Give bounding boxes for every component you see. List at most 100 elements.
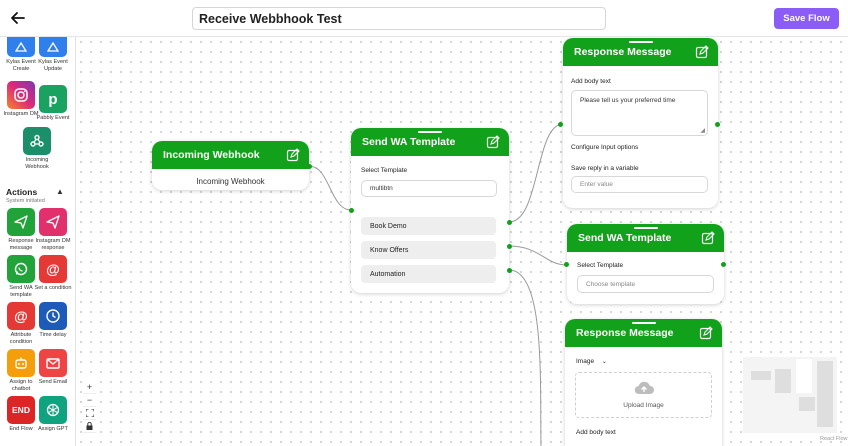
webhook-icon bbox=[23, 127, 51, 155]
palette-item-label: Assign GPT bbox=[38, 426, 68, 432]
at-icon: @ bbox=[7, 302, 35, 330]
node-header[interactable]: Incoming Webhook bbox=[152, 141, 309, 169]
palette-item-label: Pabbly Event bbox=[36, 115, 70, 121]
palette-item-send-wa-template[interactable]: Send WA template bbox=[4, 255, 38, 298]
palette-item-kylas-event-update[interactable]: Kylas Event Update bbox=[36, 37, 70, 72]
node-title: Response Message bbox=[576, 327, 674, 339]
target-handle[interactable] bbox=[564, 262, 569, 267]
upload-dropzone[interactable]: Upload Image bbox=[575, 372, 712, 418]
chevron-up-icon[interactable]: ▲ bbox=[56, 187, 64, 196]
save-reply-input[interactable]: Enter value bbox=[571, 176, 708, 193]
drag-grip[interactable] bbox=[418, 131, 442, 133]
palette-item-label: Instagram DM response bbox=[35, 238, 71, 251]
node-palette-sidebar: Kylas Event Create Kylas Event Update In… bbox=[0, 37, 76, 446]
source-handle-know-offers[interactable] bbox=[507, 244, 512, 249]
palette-item-label: End Flow bbox=[9, 426, 33, 432]
body-textarea[interactable]: Please tell us your preferred time ◢ bbox=[571, 90, 708, 136]
upload-image-label: Upload Image bbox=[623, 402, 664, 409]
body-textarea-value: Please tell us your preferred time bbox=[580, 97, 676, 104]
palette-item-end-flow[interactable]: END End Flow bbox=[4, 396, 38, 433]
target-handle[interactable] bbox=[349, 208, 354, 213]
palette-item-assign-gpt[interactable]: Assign GPT bbox=[36, 396, 70, 433]
option-button-book-demo[interactable]: Book Demo bbox=[361, 217, 496, 235]
resize-handle-icon[interactable]: ◢ bbox=[700, 128, 705, 134]
palette-item-response-message[interactable]: Response message bbox=[4, 208, 38, 251]
palette-item-time-delay[interactable]: Time delay bbox=[36, 302, 70, 339]
edit-icon[interactable] bbox=[286, 148, 300, 162]
sidebar-scrollbar[interactable] bbox=[70, 37, 74, 157]
template-select[interactable]: multibtn bbox=[361, 180, 497, 197]
arrow-left-icon[interactable] bbox=[9, 9, 27, 27]
send-icon bbox=[39, 208, 67, 236]
node-header[interactable]: Send WA Template bbox=[351, 128, 509, 156]
source-handle[interactable] bbox=[715, 122, 720, 127]
lock-icon[interactable] bbox=[83, 420, 96, 433]
palette-item-label: Assign to chatbot bbox=[9, 379, 33, 392]
node-send-wa-template-2[interactable]: Send WA Template Select Template Choose … bbox=[567, 224, 724, 304]
clock-icon bbox=[39, 302, 67, 330]
chevron-down-icon: ⌄ bbox=[601, 359, 607, 365]
save-flow-button[interactable]: Save Flow bbox=[774, 8, 839, 29]
palette-item-label: Instagram DM bbox=[3, 111, 39, 117]
zoom-in-button[interactable]: + bbox=[83, 381, 96, 394]
palette-item-incoming-webhook[interactable]: Incoming Webhook bbox=[20, 127, 54, 170]
target-handle[interactable] bbox=[558, 122, 563, 127]
media-type-select[interactable]: Image ⌄ bbox=[576, 358, 607, 365]
node-header[interactable]: Response Message bbox=[565, 319, 722, 347]
node-title: Incoming Webhook bbox=[163, 149, 260, 161]
edit-icon[interactable] bbox=[701, 231, 715, 245]
node-header[interactable]: Response Message bbox=[563, 38, 718, 66]
react-flow-attribution[interactable]: React Flow bbox=[820, 436, 848, 442]
fit-view-icon[interactable] bbox=[83, 407, 96, 420]
edit-icon[interactable] bbox=[699, 326, 713, 340]
palette-item-label: Send Email bbox=[38, 379, 68, 385]
edit-icon[interactable] bbox=[486, 135, 500, 149]
option-button-know-offers[interactable]: Know Offers bbox=[361, 241, 496, 259]
node-response-message[interactable]: Response Message Add body text Please te… bbox=[563, 38, 718, 208]
bot-icon bbox=[7, 349, 35, 377]
palette-item-attribute-condition[interactable]: @ Attribute condition bbox=[4, 302, 38, 345]
mail-icon bbox=[39, 349, 67, 377]
kylas-icon bbox=[7, 37, 35, 57]
kylas-icon bbox=[39, 37, 67, 57]
palette-item-label: Attribute condition bbox=[9, 332, 33, 345]
minimap[interactable] bbox=[743, 357, 837, 433]
source-handle[interactable] bbox=[721, 262, 726, 267]
palette-item-pabbly-event[interactable]: p Pabbly Event bbox=[36, 85, 70, 122]
node-title: Send WA Template bbox=[362, 136, 456, 148]
drag-grip[interactable] bbox=[633, 227, 658, 229]
send-icon bbox=[7, 208, 35, 236]
palette-item-label: Kylas Event Update bbox=[38, 59, 68, 72]
palette-item-send-email[interactable]: Send Email bbox=[36, 349, 70, 386]
node-incoming-webhook[interactable]: Incoming Webhook Incoming Webhook bbox=[152, 141, 309, 190]
instagram-icon bbox=[7, 81, 35, 109]
node-response-message-2[interactable]: Response Message Image ⌄ Upload Image Ad… bbox=[565, 319, 722, 446]
node-title: Response Message bbox=[574, 46, 672, 58]
whatsapp-icon bbox=[7, 255, 35, 283]
palette-item-kylas-event-create[interactable]: Kylas Event Create bbox=[4, 37, 38, 72]
option-button-automation[interactable]: Automation bbox=[361, 265, 496, 283]
source-handle-automation[interactable] bbox=[507, 268, 512, 273]
palette-item-label: Response message bbox=[8, 238, 34, 251]
palette-item-assign-to-chatbot[interactable]: Assign to chatbot bbox=[4, 349, 38, 392]
drag-grip[interactable] bbox=[631, 322, 656, 324]
drag-grip[interactable] bbox=[628, 41, 653, 43]
palette-item-instagram-dm[interactable]: Instagram DM bbox=[3, 81, 39, 118]
template-select[interactable]: Choose template bbox=[577, 275, 714, 293]
edit-icon[interactable] bbox=[695, 45, 709, 59]
flow-title-input[interactable] bbox=[192, 7, 606, 30]
node-header[interactable]: Send WA Template bbox=[567, 224, 724, 252]
configure-input-options-label[interactable]: Configure Input options bbox=[571, 144, 639, 151]
palette-item-label: Set a condition bbox=[34, 285, 72, 291]
source-handle[interactable] bbox=[307, 164, 312, 169]
palette-item-instagram-dm-response[interactable]: Instagram DM response bbox=[35, 208, 71, 251]
select-template-label: Select Template bbox=[361, 167, 408, 174]
source-handle-book-demo[interactable] bbox=[507, 220, 512, 225]
node-send-wa-template[interactable]: Send WA Template Select Template multibt… bbox=[351, 128, 509, 293]
node-body-text: Incoming Webhook bbox=[196, 177, 265, 186]
zoom-out-button[interactable]: − bbox=[83, 394, 96, 407]
palette-item-set-a-condition[interactable]: @ Set a condition bbox=[34, 255, 72, 292]
actions-section-title[interactable]: Actions bbox=[6, 187, 38, 197]
body-text-label: Add body text bbox=[576, 429, 616, 436]
cloud-upload-icon bbox=[634, 381, 654, 395]
